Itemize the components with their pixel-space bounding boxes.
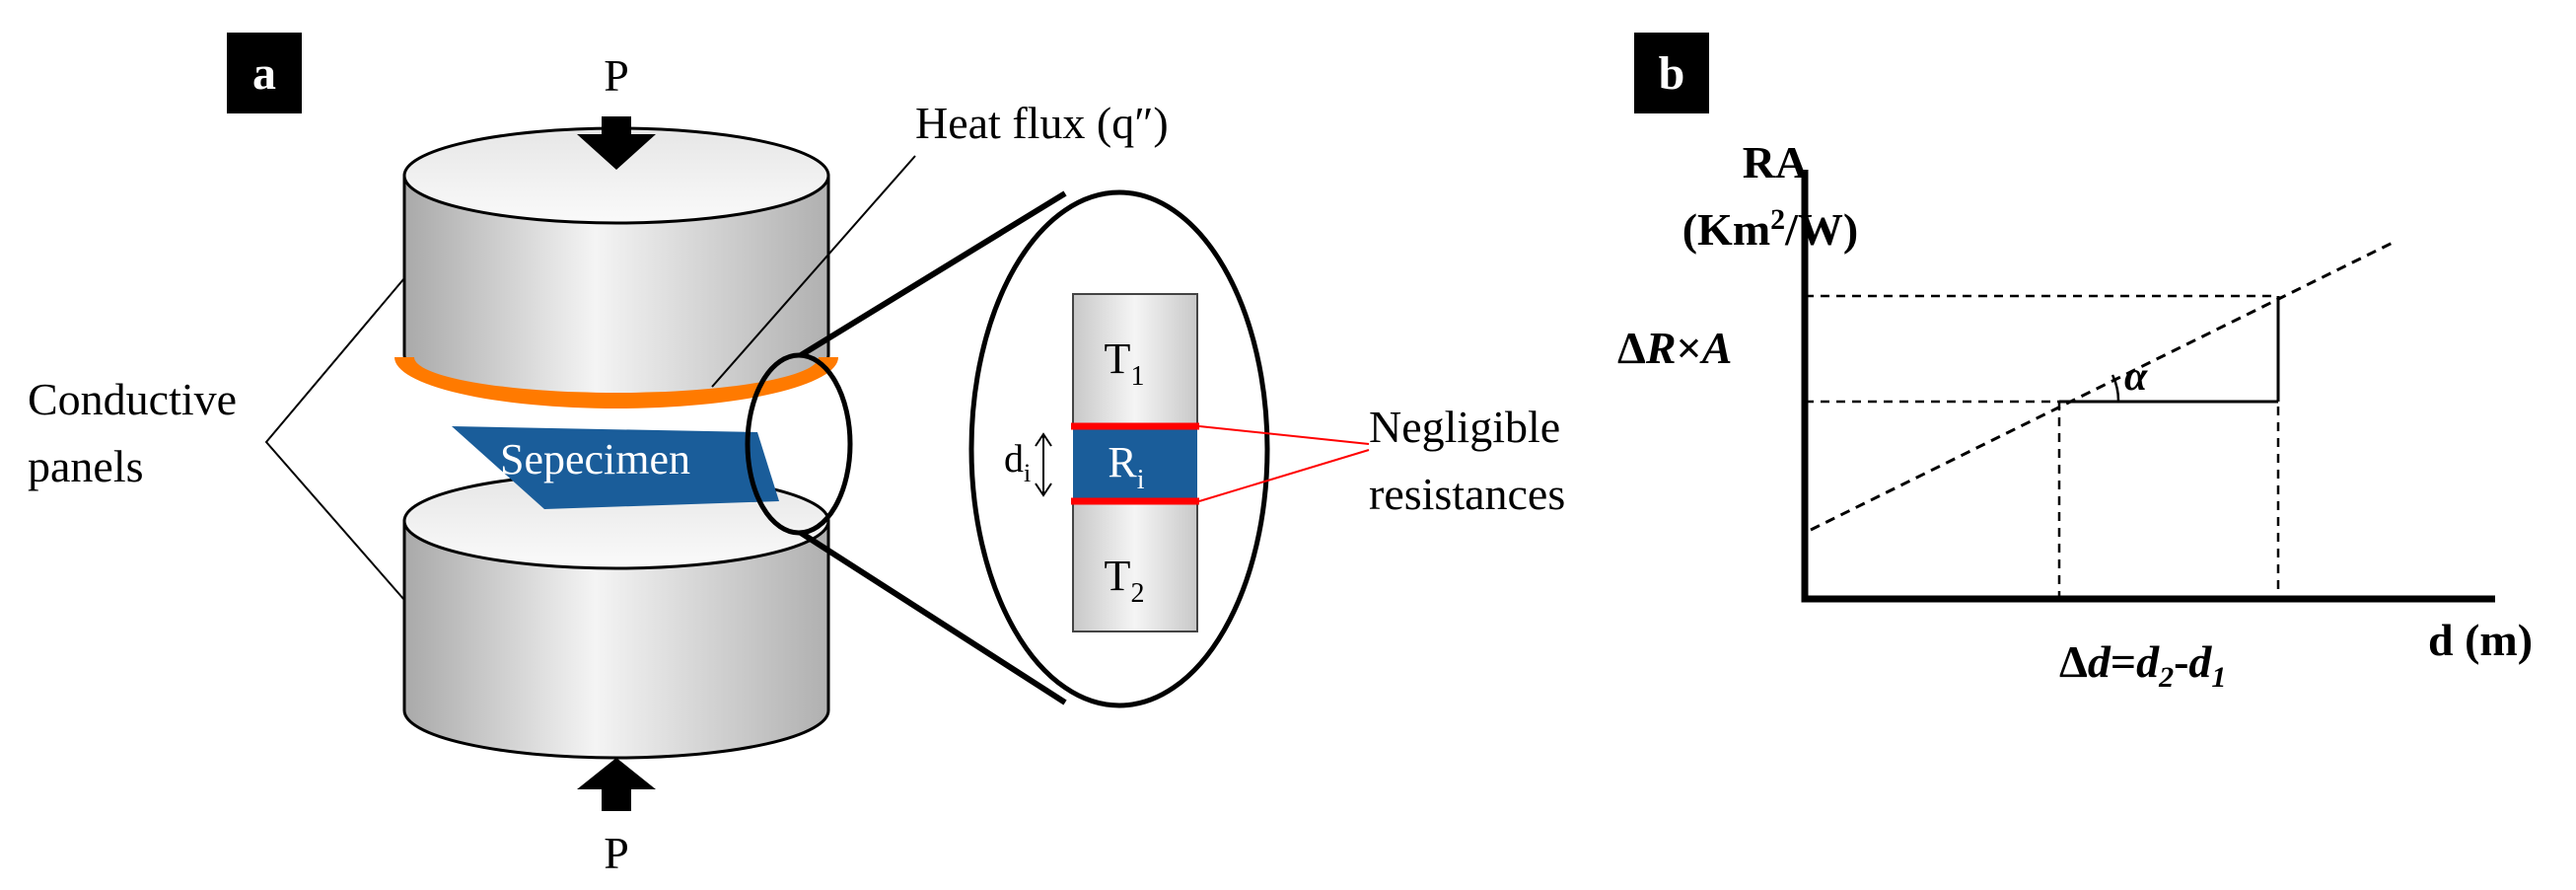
zoom-line-lower xyxy=(799,530,1067,705)
negligible-label-2: resistances xyxy=(1369,469,1565,519)
conductive-panels-label-2: panels xyxy=(28,441,144,491)
force-arrow-bottom xyxy=(577,758,656,811)
alpha-label: α xyxy=(2124,354,2148,400)
t1-label: T1 xyxy=(1105,334,1145,392)
regression-line xyxy=(1810,239,2397,532)
delta-ra-label: ΔR×A xyxy=(1617,323,1732,373)
force-arrow-top xyxy=(577,116,656,170)
heat-flux-label: Heat flux (q″) xyxy=(915,98,1169,148)
heat-flux-layer xyxy=(394,357,838,408)
conductive-panels-leader xyxy=(264,277,405,601)
delta-d-label: Δd=d2-d1 xyxy=(2059,636,2226,694)
heat-flux-leader xyxy=(711,155,916,388)
di-double-arrow xyxy=(1035,432,1052,497)
force-label-bottom: P xyxy=(604,828,629,878)
y-axis-label-1: RA xyxy=(1743,137,1808,187)
y-axis-label-2: (Km2/W) xyxy=(1682,203,1859,255)
zoom-block-ri xyxy=(1073,426,1197,501)
negligible-label-1: Negligible xyxy=(1369,402,1560,452)
zoom-block-t2 xyxy=(1072,500,1198,632)
di-label: di xyxy=(1004,436,1031,487)
panel-a-badge xyxy=(227,33,302,113)
panel-a-badge-label: a xyxy=(252,47,276,100)
negligible-leaders xyxy=(1198,425,1370,502)
alpha-arc xyxy=(2111,374,2120,403)
panel-b-badge xyxy=(1634,33,1709,113)
zoom-source-ellipse xyxy=(745,352,853,536)
bottom-cylinder xyxy=(402,472,830,760)
x-axis-label: d (m) xyxy=(2428,615,2533,665)
t2-label: T2 xyxy=(1105,552,1145,609)
slope-triangle xyxy=(2059,296,2280,404)
ri-label: Ri xyxy=(1108,438,1144,495)
panel-b: b RA (Km2/W) α ΔR×A d (m) Δd=d2-d1 xyxy=(1617,33,2533,694)
zoom-line-upper xyxy=(799,190,1067,358)
panel-b-badge-label: b xyxy=(1659,47,1685,100)
panel-a: a Sepecimen P P Heat flux (q″) xyxy=(28,33,1565,878)
plot-axes xyxy=(1801,170,2495,603)
specimen: Sepecimen xyxy=(452,426,779,509)
conductive-panels-label-1: Conductive xyxy=(28,374,237,424)
force-label-top: P xyxy=(604,50,629,101)
zoom-block-t1 xyxy=(1072,293,1198,427)
specimen-label: Sepecimen xyxy=(500,435,690,483)
zoom-stack: T1 Ri T2 di xyxy=(1004,293,1199,632)
guide-lines xyxy=(1805,294,2280,599)
